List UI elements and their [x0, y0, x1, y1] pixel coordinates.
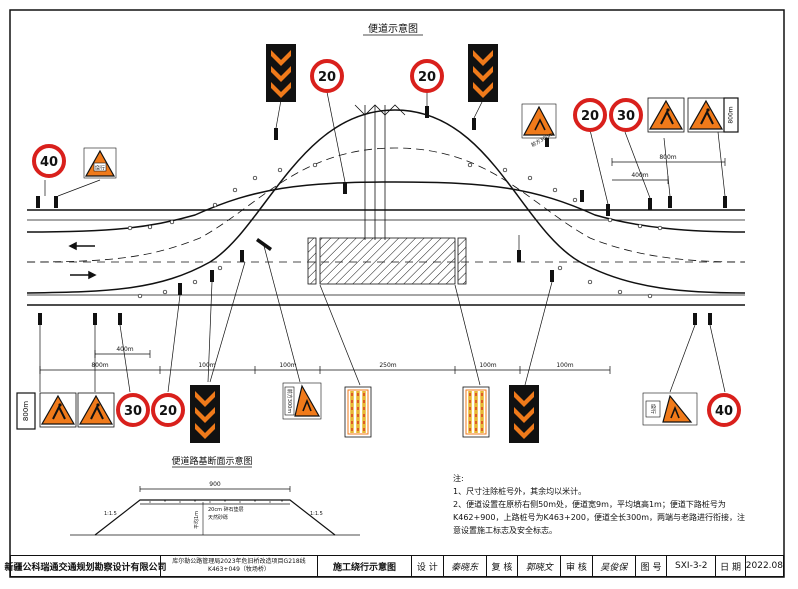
dim-100b: 100m	[279, 362, 296, 369]
speed-limit-20-sign-top-left: 20	[310, 59, 344, 93]
svg-text:40: 40	[715, 404, 733, 419]
cross-section	[70, 486, 360, 536]
speed-limit-20-sign-top-right: 20	[410, 59, 444, 93]
svg-text:20: 20	[318, 70, 336, 85]
svg-text:40: 40	[40, 155, 58, 170]
speed-limit-30-sign-bottom: 30	[116, 393, 150, 427]
svg-text:20: 20	[159, 404, 177, 419]
svg-text:800m: 800m	[22, 401, 30, 421]
main-road	[27, 209, 745, 306]
date-label: 日 期	[716, 556, 746, 576]
notes-block: 注: 1、尺寸注除桩号外，其余均以米计。 2、便道设置在原桥右侧50m处，便道宽…	[453, 472, 753, 537]
chevron-sign-bottom-right	[509, 385, 539, 443]
detour-warning-sign-top: 绕行	[83, 147, 117, 179]
fence-mark	[354, 104, 406, 240]
drawing-title: 便道示意图	[368, 22, 418, 35]
review-label: 复 核	[487, 556, 519, 576]
slope-right-label: 1:1.5	[310, 511, 323, 517]
gravel-dots	[149, 500, 283, 503]
dim-top-800: 800m	[659, 154, 676, 161]
title-block: 新疆公科瑞通交通规划勘察设计有限公司 库尔勒公路管理局2023年危旧桥改造项目G…	[5, 555, 784, 577]
review-signature: 郭晓文	[518, 556, 562, 576]
bottom-sign-posts	[38, 238, 712, 325]
road-work-sign-bottom-1	[39, 392, 77, 428]
leader-lines	[39, 91, 726, 393]
svg-text:前方300m: 前方300m	[286, 389, 293, 414]
company-name: 新疆公科瑞通交通规划勘察设计有限公司	[5, 556, 167, 576]
road-work-sign-top-2	[687, 97, 725, 133]
dim-250: 250m	[379, 362, 396, 369]
dim-top-400: 400m	[631, 172, 648, 179]
layer-gravel-label: 20cm 碎石垫层	[208, 506, 244, 513]
work-zone-barrier-bottom-right	[461, 385, 491, 439]
svg-text:绕行: 绕行	[650, 404, 657, 414]
top-sign-posts	[36, 106, 727, 262]
speed-limit-30-sign-top: 30	[609, 98, 643, 132]
notes-line-2: 2、便道设置在原桥右侧50m处，便道宽9m，平均填高1m；便道下路桩号为K462…	[453, 500, 746, 535]
dim-100c: 100m	[479, 362, 496, 369]
chevron-sign-top-right	[468, 44, 498, 102]
section-width-label: 900	[209, 481, 221, 488]
speed-limit-20-sign-bottom: 20	[151, 393, 185, 427]
construction-zone	[307, 237, 467, 285]
dim-bottom-800: 800m	[91, 362, 108, 369]
chevron-sign-bottom-left	[190, 385, 220, 443]
dim-bottom-400: 400m	[116, 346, 133, 353]
layer-sand-label: 天然砂砾	[208, 514, 228, 521]
traffic-arrows	[68, 241, 97, 280]
approve-signature: 吴俊保	[593, 556, 636, 576]
bottom-dimensions	[39, 350, 611, 374]
fill-height-label: 平均1m	[193, 511, 200, 529]
speed-limit-20-sign-top-far: 20	[573, 98, 607, 132]
road-work-sign-bottom-2	[77, 392, 115, 428]
svg-text:20: 20	[418, 70, 436, 85]
road-work-sign-top-1	[647, 97, 685, 133]
date-value: 2022.08	[745, 561, 783, 571]
svg-text:800m: 800m	[728, 106, 735, 123]
chevron-sign-top-left	[266, 44, 296, 102]
detour-warning-sign-bottom: 绕行	[642, 392, 698, 426]
detour-road	[26, 109, 746, 294]
design-label: 设 计	[412, 556, 444, 576]
delineator-dots	[127, 162, 663, 299]
drawing-number: SXI-3-2	[667, 556, 717, 576]
drawing-frame	[9, 9, 785, 578]
svg-text:20: 20	[581, 109, 599, 124]
svg-text:绕行: 绕行	[95, 165, 105, 172]
drawing-number-label: 图 号	[636, 556, 668, 576]
svg-text:30: 30	[617, 109, 635, 124]
speed-limit-40-sign-top: 40	[32, 144, 66, 178]
project-name: 库尔勒公路管理局2023年危旧桥改造项目G218线K463+049（牧场桥）	[161, 556, 318, 576]
svg-text:30: 30	[124, 404, 142, 419]
drawing-name: 施工绕行示意图	[318, 556, 413, 576]
top-dimensions	[611, 158, 726, 184]
speed-limit-40-sign-bottom: 40	[707, 393, 741, 427]
work-zone-barrier-bottom-left	[343, 385, 373, 439]
warning-300m-sign-bottom: 前方300m	[282, 382, 322, 420]
approve-label: 审 核	[561, 556, 593, 576]
dim-100d: 100m	[556, 362, 573, 369]
distance-800m-plate-top: 800m	[723, 97, 739, 133]
design-signature: 秦晓东	[444, 556, 487, 576]
dim-100a: 100m	[198, 362, 215, 369]
notes-heading: 注:	[453, 474, 464, 483]
section-title: 便道路基断面示意图	[171, 455, 252, 467]
warning-300m-sign-top: 前方300m	[521, 103, 557, 149]
distance-800m-plate-bottom: 800m	[16, 392, 36, 430]
notes-line-1: 1、尺寸注除桩号外，其余均以米计。	[453, 487, 587, 496]
slope-left-label: 1:1.5	[104, 511, 117, 517]
